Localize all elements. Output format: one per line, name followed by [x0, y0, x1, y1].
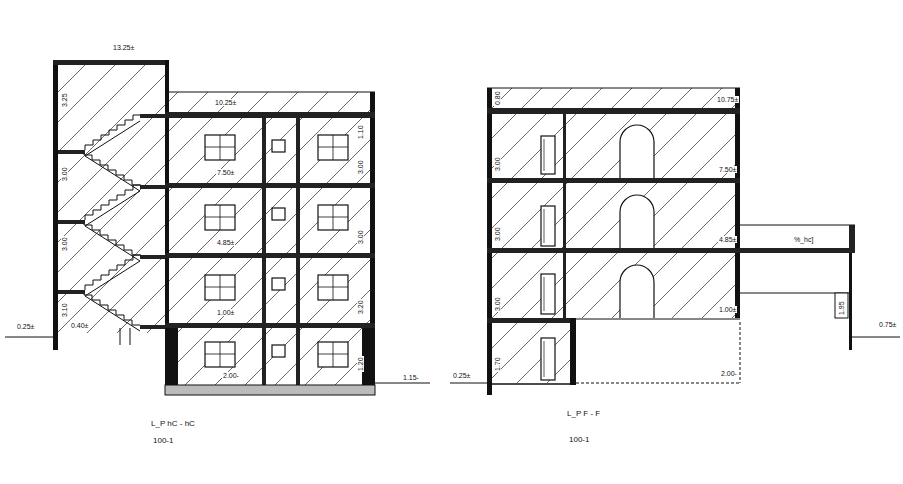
dimension-label: 1.70: [494, 356, 501, 372]
dimension-label: 3.00: [61, 236, 68, 252]
dimension-label: 1.10: [357, 124, 364, 140]
level-label: 2.00-: [720, 370, 738, 377]
level-label: 0.40±: [70, 322, 89, 329]
dimension-label: 3.00: [357, 229, 364, 245]
level-label: 2.00-: [222, 372, 240, 379]
level-label: %_hc]: [793, 236, 814, 243]
dimension-label: 3.20: [357, 299, 364, 315]
section-title: 100-1: [568, 436, 590, 444]
section-title: 100-1: [152, 437, 174, 445]
section-title: L_P F - F: [566, 410, 601, 418]
level-label: 4.85±: [216, 239, 235, 246]
level-label: 1.00±: [718, 306, 737, 313]
level-label: 1.15-: [402, 374, 420, 381]
section-title: L_P hC - hC: [150, 420, 196, 428]
dimension-label: 3.10: [61, 302, 68, 318]
level-label: 7.50±: [216, 169, 235, 176]
level-label: 0.75±: [878, 321, 897, 328]
dimension-label: 3.00: [494, 226, 501, 242]
dimension-label: 1.95: [838, 300, 845, 316]
dimension-label: 3.25: [61, 92, 68, 108]
level-label: 1.00±: [216, 309, 235, 316]
dimension-label: 1.20: [357, 356, 364, 372]
level-label: 13.25±: [112, 44, 135, 51]
dimension-label: 3.00: [357, 159, 364, 175]
dimension-label: 0.80: [494, 90, 501, 106]
level-label: 0.25±: [16, 323, 35, 330]
dimension-label: 3.00: [494, 156, 501, 172]
left-section: [5, 60, 430, 395]
level-label: 0.25±: [452, 372, 471, 379]
level-label: 4.85±: [718, 236, 737, 243]
level-label: 10.25±: [214, 99, 237, 106]
dimension-label: 3.00: [61, 166, 68, 182]
right-section: [450, 88, 900, 395]
level-label: 7.50±: [718, 166, 737, 173]
dimension-label: 3.00: [494, 296, 501, 312]
level-label: 10.75±: [716, 96, 739, 103]
